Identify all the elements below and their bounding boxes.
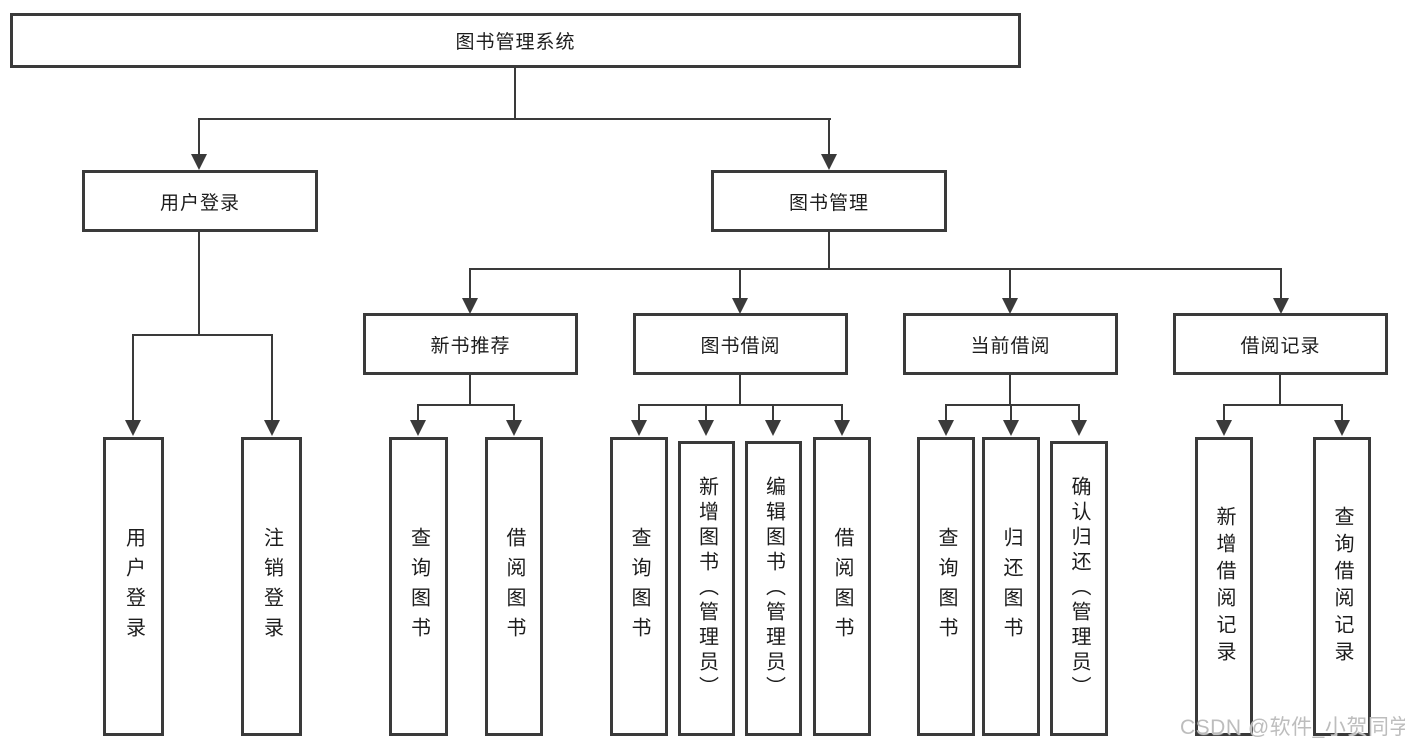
connector-drop [841,404,843,422]
leaf-label: 归还图书 [1000,526,1022,647]
connector-book-borrowing-stem [739,375,741,406]
connector-new-book-stem [469,375,471,406]
leaf-query-books-recommend: 查询图书 [389,437,448,736]
connector-borrowing-records-branch [1223,404,1343,406]
leaf-label: 查询借阅记录 [1331,505,1353,668]
connector-book-borrowing-branch [638,404,843,406]
leaf-label: 编辑图书（管理员） [762,476,785,701]
node-label: 图书管理系统 [455,32,576,53]
connector-book-management-branch [469,268,1282,270]
node-book-borrowing: 图书借阅 [633,313,848,375]
node-label: 用户登录 [159,192,240,214]
node-label: 图书借阅 [700,335,781,357]
down-arrow-icon [1003,420,1019,436]
leaf-query-books-current: 查询图书 [917,437,975,736]
connector-current-borrowing-branch [945,404,1080,406]
connector-drop-new-book [469,268,471,299]
leaf-label: 借阅图书 [831,526,853,647]
down-arrow-icon [821,154,837,170]
leaf-label: 查询图书 [407,526,430,647]
connector-drop [1341,404,1343,422]
node-borrowing-records: 借阅记录 [1173,313,1388,375]
connector-drop [1223,404,1225,422]
connector-drop [513,404,515,422]
node-new-book-recommendation: 新书推荐 [363,313,578,375]
down-arrow-icon [698,420,714,436]
down-arrow-icon [631,420,647,436]
leaf-user-login: 用户登录 [103,437,164,736]
connector-user-login-stem [198,232,200,336]
node-book-management: 图书管理 [711,170,947,232]
leaf-label: 新增借阅记录 [1213,505,1235,668]
down-arrow-icon [462,298,478,314]
leaf-return-books: 归还图书 [982,437,1040,736]
down-arrow-icon [410,420,426,436]
node-label: 图书管理 [788,192,869,214]
leaf-label: 用户登录 [122,526,145,647]
down-arrow-icon [506,420,522,436]
down-arrow-icon [1216,420,1232,436]
connector-drop [945,404,947,422]
node-label: 当前借阅 [970,335,1051,357]
leaf-add-borrow-record: 新增借阅记录 [1195,437,1253,736]
connector-root-branch [198,118,831,120]
down-arrow-icon [125,420,141,436]
csdn-watermark: CSDN @软件_小贺同学 [1180,716,1405,739]
connector-drop [417,404,419,422]
down-arrow-icon [191,154,207,170]
node-current-borrowing: 当前借阅 [903,313,1118,375]
down-arrow-icon [1071,420,1087,436]
leaf-add-books-admin: 新增图书（管理员） [678,441,735,736]
connector-drop-book-management [828,118,830,157]
connector-drop-borrowing-records [1280,268,1282,299]
connector-drop-user-login [198,118,200,157]
leaf-label: 借阅图书 [503,526,525,647]
down-arrow-icon [264,420,280,436]
connector-drop-current-borrowing [1009,268,1011,299]
leaf-label: 注销登录 [260,526,283,647]
connector-new-book-branch [417,404,515,406]
connector-root-stem [514,68,516,119]
node-label: 借阅记录 [1240,335,1321,357]
leaf-label: 新增图书（管理员） [695,476,718,701]
leaf-borrow-books-borrowing: 借阅图书 [813,437,871,736]
node-library-management-system: 图书管理系统 [10,13,1021,68]
leaf-borrow-books-recommend: 借阅图书 [485,437,543,736]
down-arrow-icon [1334,420,1350,436]
connector-drop-leaf-user-login [132,334,134,421]
leaf-query-borrow-record: 查询借阅记录 [1313,437,1371,736]
connector-current-borrowing-stem [1009,375,1011,406]
down-arrow-icon [1273,298,1289,314]
connector-drop-book-borrowing [739,268,741,299]
down-arrow-icon [1002,298,1018,314]
down-arrow-icon [938,420,954,436]
connector-drop [1078,404,1080,422]
connector-book-management-stem [828,232,830,270]
leaf-label: 查询图书 [935,526,957,647]
connector-drop [1010,404,1012,422]
connector-drop [638,404,640,422]
down-arrow-icon [765,420,781,436]
down-arrow-icon [834,420,850,436]
leaf-confirm-return-admin: 确认归还（管理员） [1050,441,1108,736]
leaf-edit-books-admin: 编辑图书（管理员） [745,441,802,736]
connector-drop [705,404,707,422]
leaf-query-books-borrowing: 查询图书 [610,437,668,736]
leaf-label: 查询图书 [628,526,650,647]
connector-borrowing-records-stem [1279,375,1281,406]
connector-drop [772,404,774,422]
node-label: 新书推荐 [430,335,511,357]
connector-user-login-branch [132,334,273,336]
leaf-logout: 注销登录 [241,437,302,736]
leaf-label: 确认归还（管理员） [1068,476,1090,701]
down-arrow-icon [732,298,748,314]
node-user-login: 用户登录 [82,170,318,232]
connector-drop-leaf-logout [271,334,273,421]
